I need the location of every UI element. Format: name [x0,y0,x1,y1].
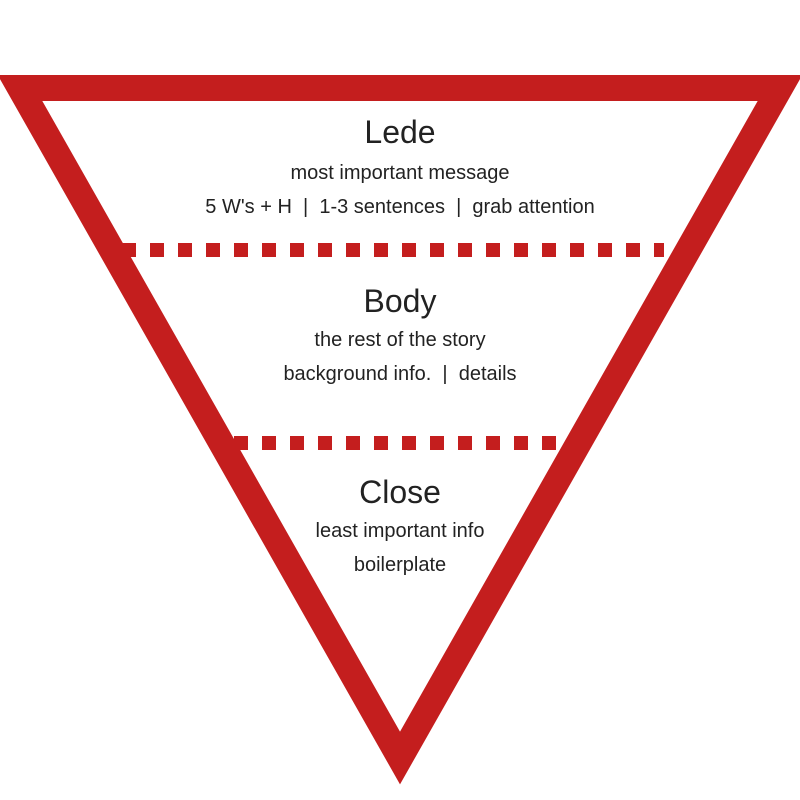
close-line-1: least important info [315,520,485,542]
close-line-2: boilerplate [353,554,447,576]
lede-line-2: 5 W's + H | 1-3 sentences | grab attenti… [205,196,595,218]
body-line-1: the rest of the story [314,329,486,351]
lede-line-1: most important message [290,162,510,184]
lede-title: Lede [364,114,436,150]
inverted-triangle-frame [0,75,800,785]
close-title: Close [359,474,441,510]
body-line-2: background info. | details [283,363,517,385]
body-section: Body the rest of the story background in… [0,283,800,391]
body-title: Body [363,283,437,319]
lede-section: Lede most important message 5 W's + H | … [0,114,800,224]
close-section: Close least important info boilerplate [0,474,800,582]
